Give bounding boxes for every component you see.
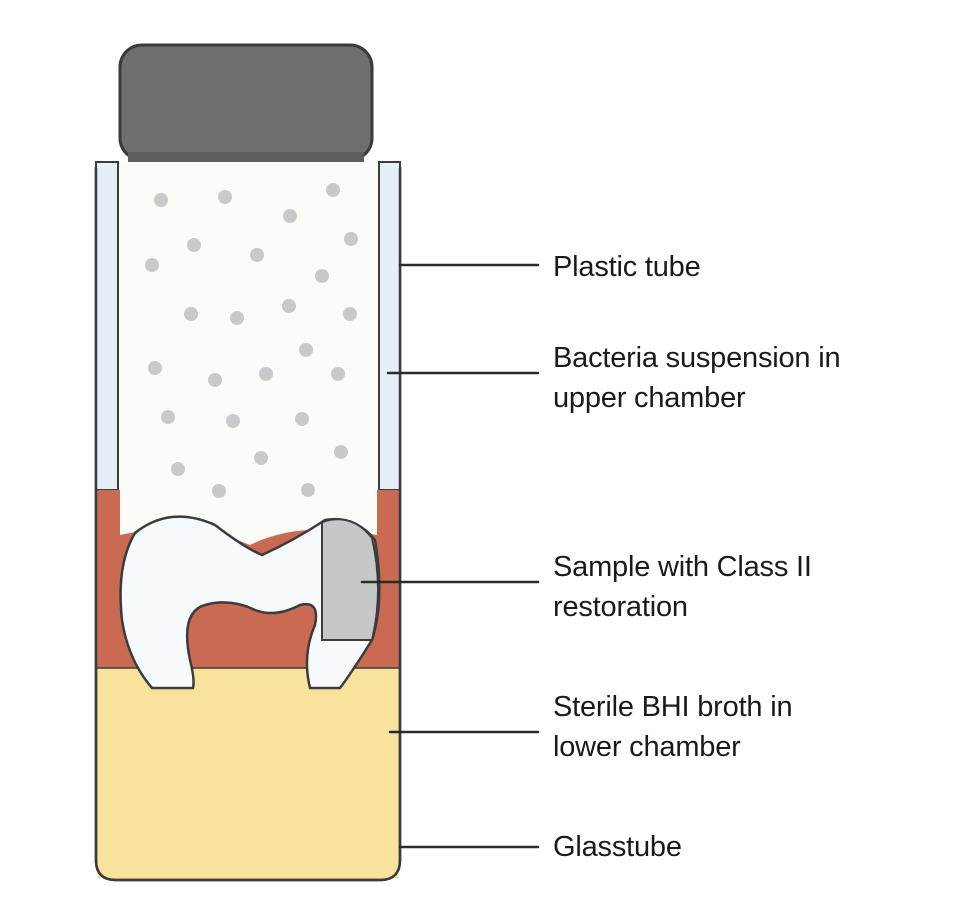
suspension-lower: [120, 490, 377, 545]
label-glasstube: Glasstube: [553, 827, 682, 867]
bacteria-suspension: [118, 162, 379, 532]
bacteria-dots: [145, 183, 358, 498]
label-plastic-tube-text: Plastic tube: [553, 251, 701, 283]
tooth-sample: [119, 515, 381, 690]
label-bacteria-suspension: Bacteria suspension in upper chamber: [553, 338, 841, 418]
label-broth-line-1: Sterile BHI broth in: [553, 691, 793, 723]
label-glasstube-text: Glasstube: [553, 831, 682, 863]
seal-left: [97, 490, 120, 668]
tube-cap-base: [128, 152, 364, 162]
glass-tube-outline: [94, 168, 402, 882]
seal-right: [377, 490, 399, 668]
plastic-tube-wall-left: [95, 161, 119, 491]
label-sterile-broth: Sterile BHI broth in lower chamber: [553, 687, 793, 767]
label-sample-restoration: Sample with Class II restoration: [553, 547, 812, 627]
label-bacteria-line-2: upper chamber: [553, 382, 746, 414]
callout-lines: [360, 263, 540, 849]
label-bacteria-line-1: Bacteria suspension in: [553, 342, 841, 374]
tube-cap: [118, 43, 374, 162]
plastic-tube-wall-right: [378, 161, 401, 491]
class-ii-restoration: [321, 518, 379, 641]
broth-fill: [97, 668, 399, 878]
label-sample-line-2: restoration: [553, 591, 688, 623]
label-plastic-tube: Plastic tube: [553, 247, 701, 287]
label-broth-line-2: lower chamber: [553, 731, 741, 763]
label-sample-line-1: Sample with Class II: [553, 551, 812, 583]
